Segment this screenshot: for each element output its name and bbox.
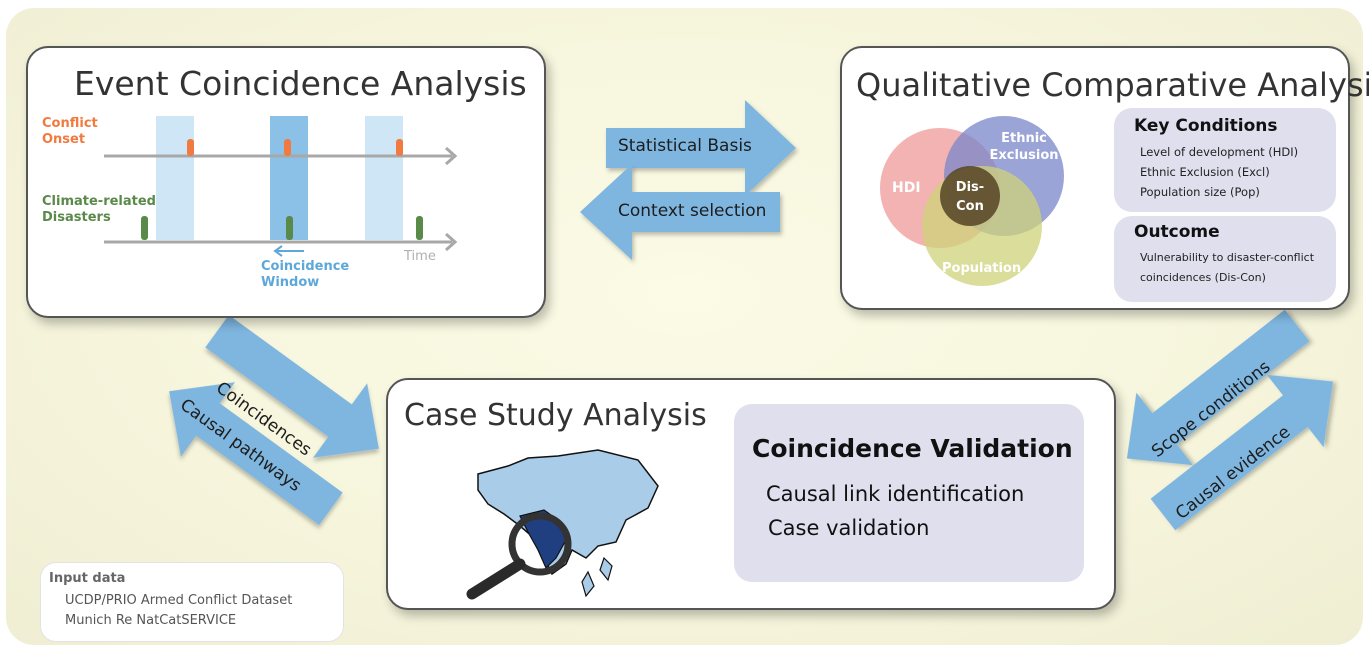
coincidence-validation-box: Coincidence Validation Causal link ident… (734, 404, 1084, 582)
scope-conditions-arrow (1126, 309, 1310, 466)
venn-diagram (880, 116, 1064, 286)
key-condition-item: Level of development (HDI) (1140, 145, 1299, 159)
key-conditions-heading: Key Conditions (1134, 116, 1278, 136)
conflict-event (396, 139, 403, 156)
input-data-list: UCDP/PRIO Armed Conflict Dataset Munich … (65, 591, 292, 631)
venn-hdi-label: HDI (892, 180, 921, 196)
disaster-event (416, 216, 423, 240)
input-data-item: UCDP/PRIO Armed Conflict Dataset (65, 593, 293, 608)
coincidence-window-3 (365, 116, 403, 240)
outcome-box: Outcome Vulnerability to disaster-confli… (1114, 216, 1336, 302)
coincidences-arrow (205, 315, 379, 458)
outcome-heading: Outcome (1134, 222, 1220, 242)
context-selection-label: Context selection (618, 201, 767, 221)
venn-center (940, 166, 1000, 226)
key-condition-item: Ethnic Exclusion (Excl) (1140, 165, 1270, 179)
time-label: Time (404, 249, 436, 264)
validation-item: Case validation (768, 516, 930, 540)
conflict-event (187, 139, 194, 156)
input-data-box: Input data UCDP/PRIO Armed Conflict Data… (40, 562, 344, 642)
causal-evidence-arrow (1150, 374, 1334, 531)
qca-panel: Qualitative Comparative Analysis HDI Eth… (840, 46, 1369, 310)
input-data-heading: Input data (49, 571, 126, 586)
coincidence-window-1 (156, 116, 194, 240)
validation-item: Causal link identification (766, 482, 1025, 506)
eca-timeline (104, 116, 458, 257)
venn-population-label: Population (942, 261, 1022, 276)
statistical-basis-arrow (606, 100, 796, 196)
venn-center-label: Dis-Con (955, 180, 985, 214)
key-conditions-list: Level of development (HDI) Ethnic Exclus… (1140, 142, 1298, 202)
key-conditions-box: Key Conditions Level of development (HDI… (1114, 108, 1336, 212)
causal-pathways-arrow (169, 382, 343, 525)
case-study-panel: Case Study Analysis Coincidence Validati… (386, 378, 1116, 610)
input-data-item: Munich Re NatCatSERVICE (65, 613, 237, 628)
eca-title: Event Coincidence Analysis (74, 64, 527, 103)
key-condition-item: Population size (Pop) (1140, 185, 1260, 199)
case-study-title: Case Study Analysis (404, 398, 707, 433)
coincidence-validation-heading: Coincidence Validation (752, 434, 1073, 463)
disaster-event (141, 216, 148, 240)
statistical-basis-label: Statistical Basis (618, 136, 752, 156)
conflict-event (284, 139, 291, 156)
disaster-event (286, 216, 293, 240)
asia-map-magnifier-icon (466, 449, 659, 600)
context-selection-arrow (580, 164, 780, 260)
qca-title: Qualitative Comparative Analysis (856, 66, 1369, 104)
